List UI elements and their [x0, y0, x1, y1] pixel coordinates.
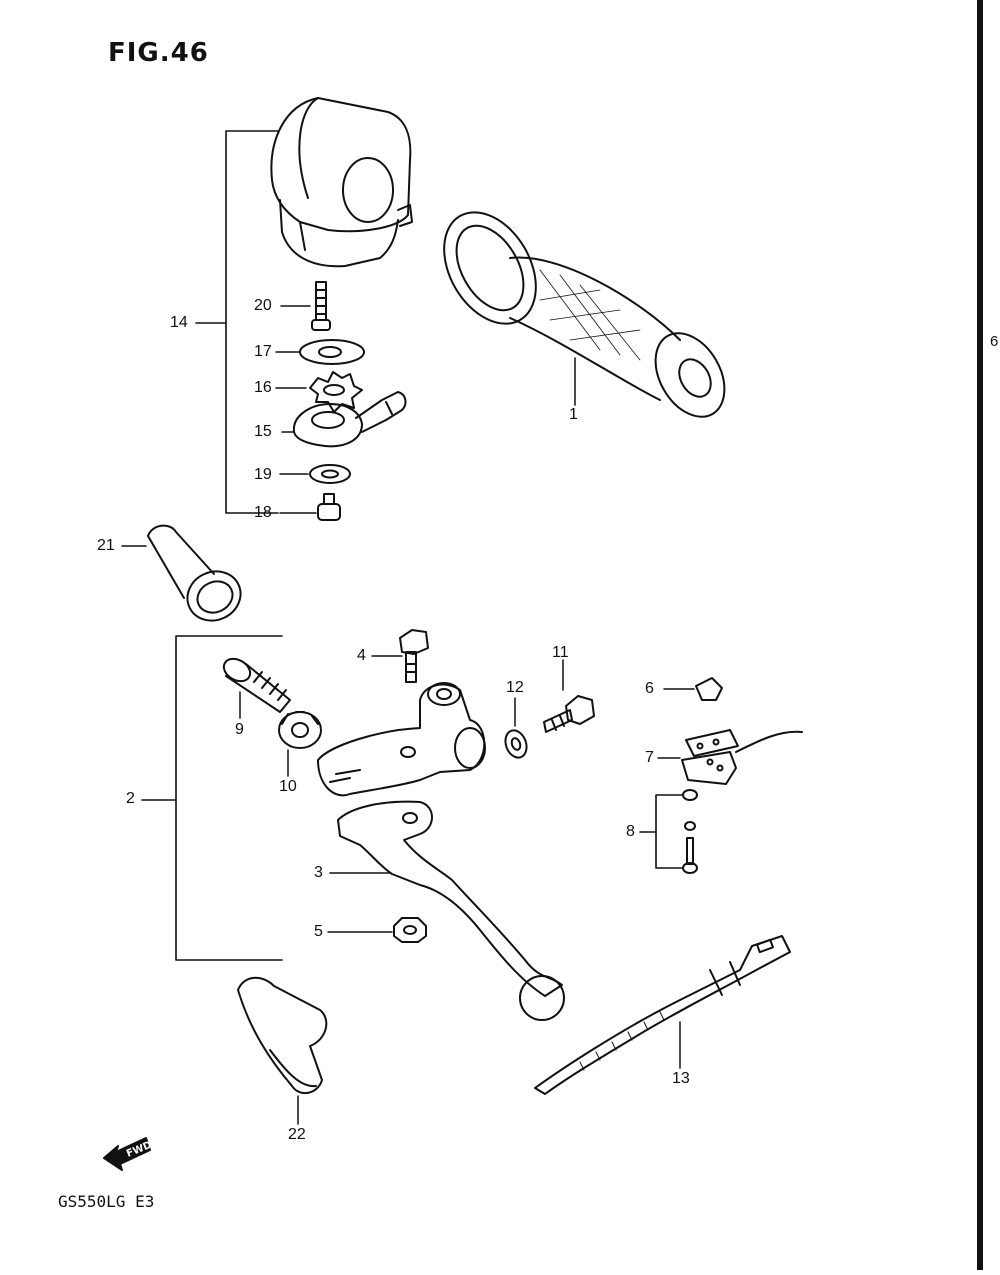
- part-label-3: 3: [314, 864, 323, 881]
- grip-1: [443, 211, 726, 418]
- model-code-label: GS550LG E3: [58, 1192, 155, 1211]
- part-label-7: 7: [645, 749, 654, 766]
- bracket-14: [225, 130, 279, 514]
- screw-set-8: [639, 789, 698, 874]
- bolt-11: [543, 659, 595, 733]
- lever-3: [329, 800, 565, 1021]
- switch-7: [657, 729, 803, 785]
- part-label-11: 11: [552, 644, 569, 661]
- screw-18: [279, 493, 341, 521]
- star-washer-16: [275, 371, 363, 413]
- part-label-20: 20: [254, 297, 272, 314]
- part-label-21: 21: [97, 537, 115, 554]
- lever-holder: [317, 682, 486, 797]
- lever-cover-22: [237, 976, 328, 1125]
- plate-15: [281, 391, 407, 448]
- cable-tie-13: [534, 935, 791, 1095]
- bracket-2: [175, 635, 283, 961]
- fwd-arrow-icon: [103, 1137, 151, 1171]
- edge-mark: 6: [990, 333, 999, 350]
- locknut-10: [278, 711, 322, 777]
- part-label-22: 22: [288, 1126, 306, 1143]
- part-label-18: 18: [254, 504, 272, 521]
- washer-12: [504, 697, 528, 759]
- part-label-2: 2: [126, 790, 135, 807]
- part-label-12: 12: [506, 679, 524, 696]
- part-label-19: 19: [254, 466, 272, 483]
- part-label-14: 14: [170, 314, 188, 331]
- bolt-4: [371, 629, 429, 683]
- clip-6: [663, 677, 723, 701]
- adjuster-bolt-9: [222, 657, 291, 719]
- screw-20: [280, 281, 331, 331]
- washer-17: [275, 339, 365, 365]
- part-label-10: 10: [279, 778, 297, 795]
- part-label-4: 4: [357, 647, 366, 664]
- switch-housing: [270, 97, 413, 268]
- part-label-13: 13: [672, 1070, 690, 1087]
- part-label-17: 17: [254, 343, 272, 360]
- part-label-1: 1: [569, 406, 578, 423]
- figure-title: FIG.46: [108, 38, 209, 68]
- nut-5: [327, 917, 427, 943]
- part-label-9: 9: [235, 721, 244, 738]
- boot-21: [121, 524, 242, 622]
- part-label-6: 6: [645, 680, 654, 697]
- part-label-16: 16: [254, 379, 272, 396]
- part-label-5: 5: [314, 923, 323, 940]
- part-label-8: 8: [626, 823, 635, 840]
- part-label-15: 15: [254, 423, 272, 440]
- washer-19: [279, 464, 351, 484]
